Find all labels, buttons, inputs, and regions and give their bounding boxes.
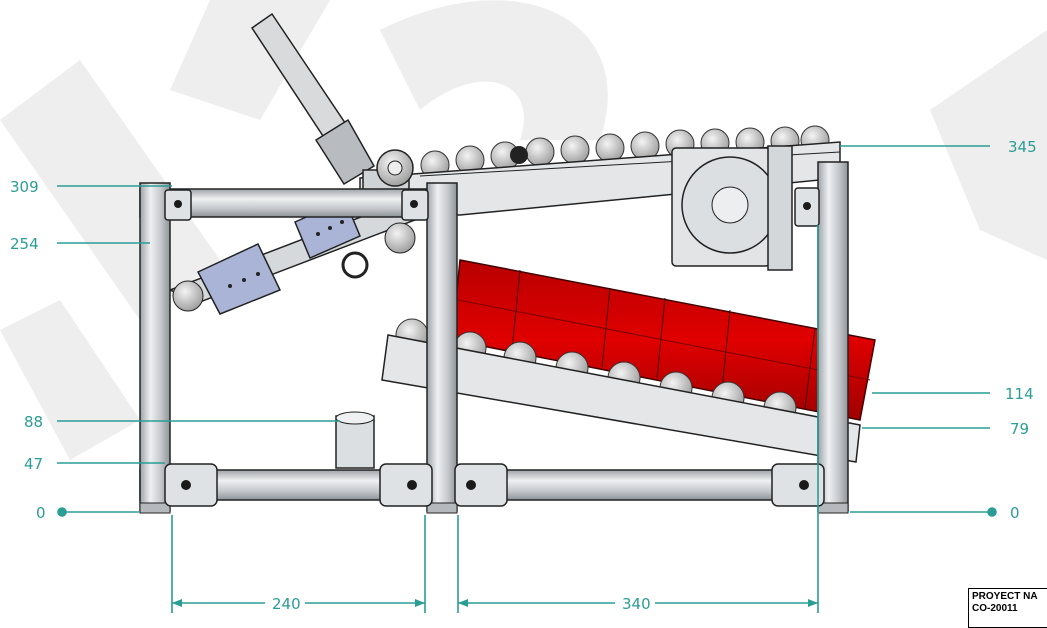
dim-left-254: 254 [10, 235, 39, 253]
dim-left-47: 47 [24, 455, 43, 473]
frame-posts [139, 161, 849, 514]
dimension-lines [57, 145, 997, 613]
dim-width-340: 340 [622, 595, 651, 613]
mount-plate [196, 243, 282, 315]
dim-right-0: 0 [1010, 504, 1020, 522]
dim-right-345: 345 [1008, 138, 1037, 156]
dim-left-309: 309 [10, 178, 39, 196]
title-block-label: PROYECT NA [972, 591, 1038, 602]
dim-left-0: 0 [36, 504, 46, 522]
slanted-arm [167, 149, 422, 315]
dim-right-79: 79 [1010, 420, 1029, 438]
motor [510, 145, 793, 271]
dim-left-88: 88 [24, 413, 43, 431]
dim-width-240: 240 [272, 595, 301, 613]
title-block: PROYECT NA CO-20011 [968, 588, 1047, 628]
title-block-code: CO-20011 [972, 603, 1018, 614]
machine-drawing: 309 254 88 47 0 345 114 79 0 240 340 [0, 0, 1047, 613]
support-block [335, 411, 375, 469]
handle-arm [250, 12, 376, 186]
lower-conveyor-frame [381, 334, 861, 463]
frame-connectors [164, 187, 825, 507]
dim-right-114: 114 [1005, 385, 1034, 403]
